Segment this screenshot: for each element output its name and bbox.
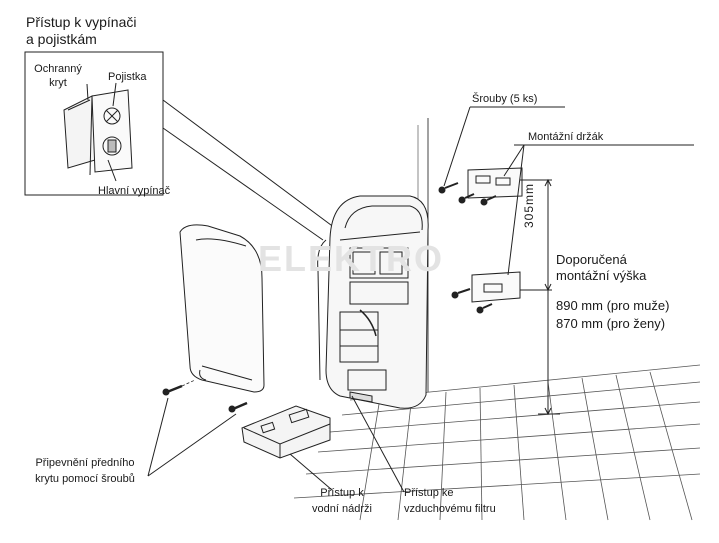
recommended-height-title-line2: montážní výška bbox=[556, 268, 647, 283]
water-tank-label-line2: vodní nádrži bbox=[312, 503, 372, 515]
air-filter-label-line1: Přístup ke bbox=[404, 487, 454, 499]
floor-grid bbox=[293, 364, 701, 521]
wall-screws bbox=[438, 182, 497, 314]
zoom-line-top bbox=[162, 99, 336, 229]
water-tank bbox=[241, 405, 331, 459]
protective-cover-label-line1: Ochranný bbox=[34, 63, 82, 75]
inset-unit bbox=[63, 89, 133, 176]
inset-title-line1: Přístup k vypínači bbox=[26, 14, 137, 30]
fuse-label: Pojistka bbox=[108, 71, 147, 83]
front-screws bbox=[162, 379, 248, 413]
inset-title-line2: a pojistkám bbox=[26, 31, 97, 47]
height-men-label: 890 mm (pro muže) bbox=[556, 298, 670, 313]
recommended-height-title-line1: Doporučená bbox=[556, 252, 627, 267]
front-cover bbox=[179, 224, 265, 393]
air-filter-label-line2: vzduchovému filtru bbox=[404, 503, 496, 515]
protective-cover-label-line2: kryt bbox=[49, 77, 67, 89]
dimension-label: 305mm bbox=[522, 182, 536, 228]
front-cover-label-line2: krytu pomocí šroubů bbox=[35, 473, 135, 485]
front-cover-label-line1: Připevnění předního bbox=[35, 457, 135, 469]
mounting-bracket-label: Montážní držák bbox=[528, 131, 604, 143]
screws-label: Šrouby (5 ks) bbox=[472, 93, 538, 105]
height-women-label: 870 mm (pro ženy) bbox=[556, 316, 666, 331]
inset-frame bbox=[24, 51, 164, 196]
watermark: ELEKTRO bbox=[258, 238, 445, 279]
mounting-brackets bbox=[467, 167, 523, 303]
hand-dryer-unit bbox=[317, 195, 429, 409]
main-switch-label: Hlavní vypínač bbox=[98, 185, 171, 197]
zoom-line-bottom bbox=[162, 127, 324, 241]
water-tank-label-line1: Přístup k bbox=[320, 487, 364, 499]
